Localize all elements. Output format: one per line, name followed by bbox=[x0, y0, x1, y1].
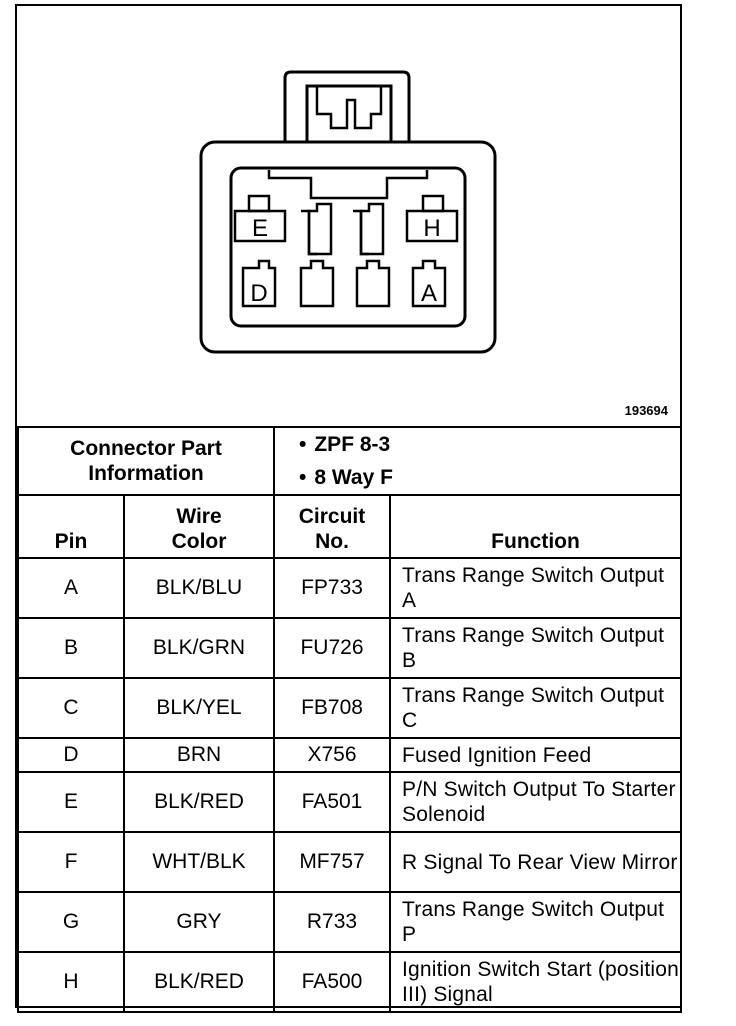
circuit-cell: FP733 bbox=[273, 557, 391, 619]
wire-color-cell: BLK/YEL bbox=[123, 677, 275, 739]
connector-sheet: E H D A 193694 Connector Part Informatio… bbox=[15, 4, 682, 1013]
circuit-cell: X756 bbox=[273, 737, 391, 773]
pin-cell: D bbox=[17, 737, 125, 773]
connector-info-list: ZPF 8-3 8 Way F bbox=[273, 426, 682, 496]
connector-cavity bbox=[229, 166, 467, 328]
function-cell: Trans Range Switch Output P bbox=[389, 891, 682, 953]
pin-cell: G bbox=[17, 891, 125, 953]
connector-info-item: ZPF 8-3 bbox=[314, 428, 680, 461]
pin-label-a: A bbox=[421, 280, 437, 307]
terminal-d bbox=[241, 259, 277, 308]
wire-color-cell: WHT/BLK bbox=[123, 831, 275, 893]
circuit-cell: FA500 bbox=[273, 951, 391, 1013]
function-cell: Trans Range Switch Output C bbox=[389, 677, 682, 739]
header-pin: Pin bbox=[17, 494, 125, 559]
wire-color-cell: BRN bbox=[123, 737, 275, 773]
pin-label-e: E bbox=[252, 215, 268, 242]
circuit-cell: MF757 bbox=[273, 831, 391, 893]
pin-label-h: H bbox=[423, 215, 440, 242]
circuit-cell: FU726 bbox=[273, 617, 391, 679]
wire-color-cell: BLK/BLU bbox=[123, 557, 275, 619]
terminal-top-3 bbox=[353, 202, 385, 256]
terminal-a bbox=[411, 259, 447, 308]
function-cell: R Signal To Rear View Mirror bbox=[389, 831, 682, 893]
terminal-h bbox=[405, 194, 459, 243]
pin-cell: C bbox=[17, 677, 125, 739]
connector-face-drawing: E H D A bbox=[199, 70, 497, 354]
function-cell: P/N Switch Output To Starter Solenoid bbox=[389, 771, 682, 833]
function-cell: Trans Range Switch Output B bbox=[389, 617, 682, 679]
function-cell: Ignition Switch Start (position III) Sig… bbox=[389, 951, 682, 1013]
connector-info-label: Connector Part Information bbox=[17, 426, 275, 496]
header-wire-color: Wire Color bbox=[123, 494, 275, 559]
function-cell: Fused Ignition Feed bbox=[389, 737, 682, 773]
connector-info-row: Connector Part Information ZPF 8-3 8 Way… bbox=[17, 426, 682, 496]
function-cell: Trans Range Switch Output A bbox=[389, 557, 682, 619]
header-function: Function bbox=[389, 494, 682, 559]
connector-body bbox=[199, 140, 497, 354]
terminal-top-2 bbox=[301, 202, 333, 256]
pin-cell: H bbox=[17, 951, 125, 1013]
circuit-cell: FA501 bbox=[273, 771, 391, 833]
pin-cell: A bbox=[17, 557, 125, 619]
figure-id: 193694 bbox=[624, 403, 668, 418]
wire-color-cell: BLK/RED bbox=[123, 951, 275, 1013]
terminal-bottom-2 bbox=[299, 259, 335, 308]
terminal-bottom-3 bbox=[355, 259, 391, 308]
circuit-cell: R733 bbox=[273, 891, 391, 953]
pin-cell: F bbox=[17, 831, 125, 893]
pin-cell: E bbox=[17, 771, 125, 833]
wire-color-cell: BLK/RED bbox=[123, 771, 275, 833]
wire-color-cell: GRY bbox=[123, 891, 275, 953]
header-circuit-no: Circuit No. bbox=[273, 494, 391, 559]
connector-diagram: E H D A 193694 bbox=[17, 6, 680, 426]
pin-label-d: D bbox=[250, 280, 267, 307]
header-row: Pin Wire Color Circuit No. Function bbox=[17, 494, 682, 559]
circuit-cell: FB708 bbox=[273, 677, 391, 739]
pin-cell: B bbox=[17, 617, 125, 679]
wire-color-cell: BLK/GRN bbox=[123, 617, 275, 679]
pinout-table: Connector Part Information ZPF 8-3 8 Way… bbox=[17, 426, 682, 1013]
connector-latch bbox=[283, 70, 411, 142]
terminal-e bbox=[233, 194, 287, 243]
connector-info-item: 8 Way F bbox=[314, 461, 680, 494]
